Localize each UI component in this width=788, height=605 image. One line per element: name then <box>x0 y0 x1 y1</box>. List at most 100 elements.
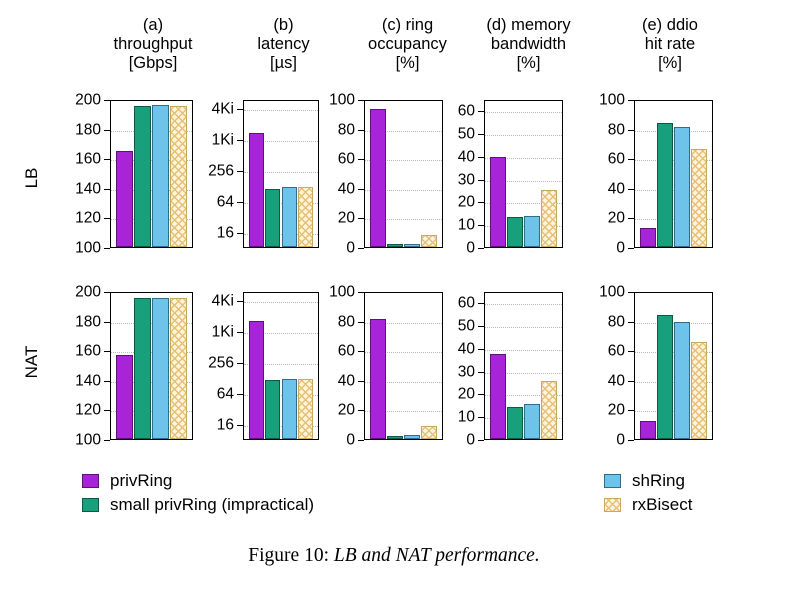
panel-title-e: (e) ddio hit rate [%] <box>642 16 698 72</box>
axis-tick <box>628 351 634 353</box>
y-axis-tick-label: 200 <box>75 283 101 301</box>
axis-tick <box>237 393 243 395</box>
axis-tick <box>628 321 634 323</box>
plot-area <box>634 100 713 248</box>
gridline <box>365 352 442 354</box>
axis-tick <box>358 218 364 220</box>
bar-privRing <box>640 420 656 439</box>
gridline <box>485 157 562 160</box>
bar-privRing <box>116 150 133 247</box>
plot-area <box>110 100 193 248</box>
bar-shRing <box>524 403 540 439</box>
axis-tick <box>628 410 634 412</box>
plot-area <box>484 100 563 248</box>
y-axis-tick-label: 10 <box>457 216 475 234</box>
axis-tick <box>104 292 110 293</box>
bar-privRing <box>248 320 264 439</box>
bar-group <box>485 101 562 247</box>
bar-smallPrivRing <box>657 122 673 247</box>
y-axis-tick-label: 20 <box>337 209 355 227</box>
y-axis-tick-label: 60 <box>337 150 355 168</box>
plot-area <box>484 292 563 440</box>
y-axis-tick-label: 200 <box>75 91 101 109</box>
bar-rxBisect <box>541 190 557 247</box>
y-axis-tick-label: 140 <box>75 372 101 390</box>
y-axis-tick-label: 100 <box>599 91 625 109</box>
gridline <box>111 130 192 133</box>
y-axis-tick-label: 40 <box>607 180 625 198</box>
axis-tick <box>478 179 484 181</box>
axis-tick <box>358 321 364 323</box>
gridline <box>365 322 442 325</box>
plot-area <box>364 292 443 440</box>
axis-tick <box>478 134 484 136</box>
axis-tick <box>358 351 364 353</box>
bar-smallPrivRing <box>265 188 281 247</box>
y-axis-tick-label: 20 <box>457 193 475 211</box>
bar-group <box>365 293 442 439</box>
axis-tick <box>358 440 364 441</box>
y-axis-tick-label: 0 <box>346 239 355 257</box>
bar-group <box>485 293 562 439</box>
axis-tick <box>104 248 110 249</box>
axis-tick <box>104 440 110 441</box>
bar-rxBisect <box>421 425 437 439</box>
gridline <box>111 381 192 384</box>
bar-smallPrivRing <box>507 407 523 439</box>
y-axis-tick-label: 40 <box>607 372 625 390</box>
axis-tick <box>104 129 110 131</box>
axis-tick <box>478 303 484 305</box>
figure-caption: Figure 10: LB and NAT performance. <box>0 545 788 567</box>
y-axis-tick-label: 60 <box>607 342 625 360</box>
gridline <box>244 301 318 304</box>
legend-swatch-privRing <box>82 474 99 488</box>
bar-group <box>111 101 192 247</box>
y-axis-tick-label: 80 <box>607 120 625 138</box>
bar-group <box>365 101 442 247</box>
y-axis-tick-label: 120 <box>75 401 101 419</box>
gridline <box>111 219 192 221</box>
plot-area <box>634 292 713 440</box>
gridline <box>485 418 562 420</box>
y-axis-tick-label: 0 <box>346 431 355 449</box>
axis-tick <box>478 202 484 204</box>
axis-tick <box>104 218 110 220</box>
bar-privRing <box>490 353 506 439</box>
gridline <box>485 395 562 397</box>
bar-group <box>635 293 712 439</box>
legend-swatch-rxBisect <box>604 498 621 512</box>
axis-tick <box>237 108 243 110</box>
gridline <box>244 425 318 428</box>
axis-tick <box>628 380 634 382</box>
gridline <box>244 332 318 335</box>
bar-smallPrivRing <box>265 380 281 439</box>
bar-rxBisect <box>541 380 557 439</box>
panel-title-a: (a) throughput [Gbps] <box>113 16 193 72</box>
gridline <box>485 180 562 183</box>
axis-tick <box>478 248 484 249</box>
bar-shRing <box>281 379 297 439</box>
y-axis-tick-label: 20 <box>457 385 475 403</box>
axis-tick <box>628 292 634 293</box>
bar-smallPrivRing <box>387 436 403 439</box>
gridline <box>111 352 192 354</box>
bar-shRing <box>404 434 420 439</box>
y-axis-tick-label: 20 <box>607 209 625 227</box>
y-axis-tick-label: 60 <box>337 342 355 360</box>
axis-tick <box>358 410 364 412</box>
row-label-lb: LB <box>22 167 41 189</box>
gridline <box>244 363 318 366</box>
y-axis-tick-label: 180 <box>75 120 101 138</box>
y-axis-tick-label: 60 <box>457 102 475 120</box>
axis-tick <box>104 410 110 412</box>
y-axis-tick-label: 160 <box>75 150 101 168</box>
gridline <box>244 140 318 143</box>
axis-tick <box>478 156 484 158</box>
y-axis-tick-label: 160 <box>75 342 101 360</box>
y-axis-tick-label: 1Ki <box>211 322 234 340</box>
